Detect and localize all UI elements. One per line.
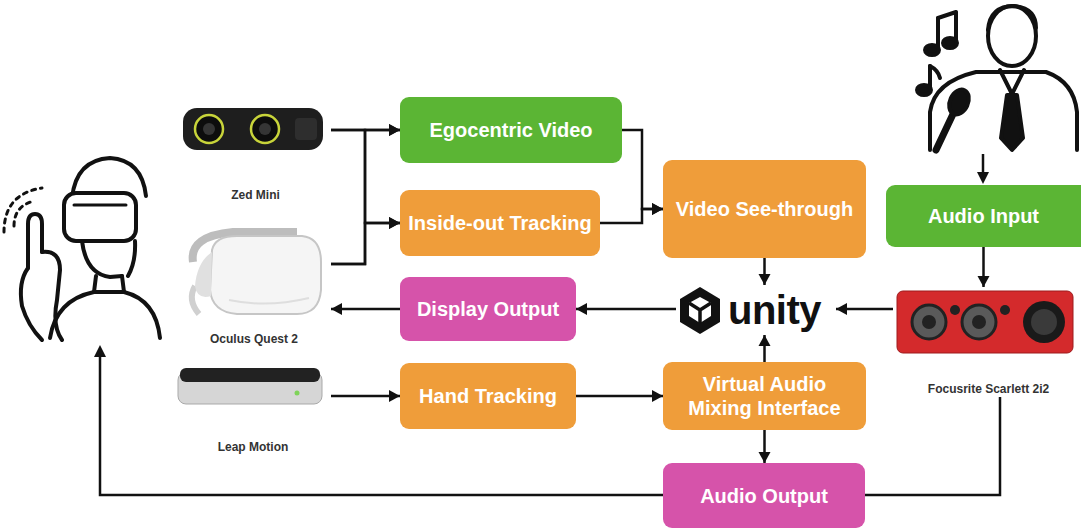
connector-arrow xyxy=(576,303,676,315)
output-box: Display Output xyxy=(400,277,576,341)
logo-text: unity xyxy=(728,286,821,334)
connector-arrow xyxy=(622,130,663,215)
device-figure: Focusrite Scarlett 2i2 xyxy=(893,287,1081,397)
arrow-head xyxy=(652,390,663,402)
return-line xyxy=(94,345,663,495)
arrow-head xyxy=(652,203,663,215)
connector-line xyxy=(576,395,663,398)
connector-line xyxy=(331,223,400,264)
connector-arrow xyxy=(759,258,771,285)
singer-arrow xyxy=(977,154,989,184)
device-figure: Zed Mini xyxy=(180,103,331,203)
process-box: Video See-through xyxy=(663,160,866,258)
connector-arrow xyxy=(331,390,400,402)
arrow-head xyxy=(389,217,400,229)
box-label: Inside-out Tracking xyxy=(408,211,591,235)
logo-icon xyxy=(676,285,724,337)
box-label: Audio Input xyxy=(928,204,1039,228)
connector-arrow xyxy=(600,203,663,223)
device-caption: Focusrite Scarlett 2i2 xyxy=(893,382,1081,397)
device-figure: Leap Motion xyxy=(175,360,331,455)
connector-arrow xyxy=(836,303,893,315)
arrow-head xyxy=(836,303,847,315)
connector-arrow xyxy=(331,303,400,315)
arrow-head xyxy=(759,335,771,346)
connector-arrow xyxy=(978,247,990,287)
input-box: Egocentric Video xyxy=(400,97,622,163)
device-caption: Zed Mini xyxy=(180,188,331,203)
engine-logo: unity xyxy=(676,285,836,335)
device-figure: Oculus Quest 2 xyxy=(177,226,331,347)
connector-line xyxy=(576,308,676,311)
arrow-head xyxy=(389,390,400,402)
connector-arrow xyxy=(865,397,1000,495)
box-label: Egocentric Video xyxy=(429,118,592,142)
output-box: Audio Output xyxy=(663,463,865,528)
user-figure xyxy=(4,158,160,340)
box-label: Video See-through xyxy=(676,197,853,221)
arrow-head xyxy=(576,303,587,315)
process-box: Inside-out Tracking xyxy=(400,190,600,256)
device-picture xyxy=(893,287,1078,397)
process-box: Hand Tracking xyxy=(400,363,576,429)
box-label: Audio Output xyxy=(700,484,828,508)
arrow-head xyxy=(389,124,400,136)
box-label: Virtual Audio Mixing Interface xyxy=(671,372,858,420)
box-label: Display Output xyxy=(417,297,559,321)
box-label: Hand Tracking xyxy=(419,384,557,408)
arrow-head xyxy=(652,203,663,215)
connector-line xyxy=(865,397,1000,495)
arrow-head xyxy=(389,124,400,136)
connector-arrow xyxy=(759,430,771,463)
process-box: Virtual Audio Mixing Interface xyxy=(663,362,866,430)
arrow-head xyxy=(759,274,771,285)
singer-figure xyxy=(917,6,1077,150)
connector-arrow xyxy=(576,390,663,402)
arrow-head xyxy=(389,217,400,229)
connector-line xyxy=(622,130,663,209)
device-caption: Leap Motion xyxy=(175,440,331,455)
connector-arrow xyxy=(759,335,771,362)
arrow-head xyxy=(331,303,342,315)
input-box: Audio Input xyxy=(886,185,1081,247)
arrow-head xyxy=(759,452,771,463)
connector-arrow xyxy=(331,124,400,264)
connector-line xyxy=(331,130,400,264)
connector-arrow xyxy=(331,217,400,264)
device-picture xyxy=(177,226,325,347)
device-caption: Oculus Quest 2 xyxy=(177,332,331,347)
arrow-head xyxy=(978,276,990,287)
